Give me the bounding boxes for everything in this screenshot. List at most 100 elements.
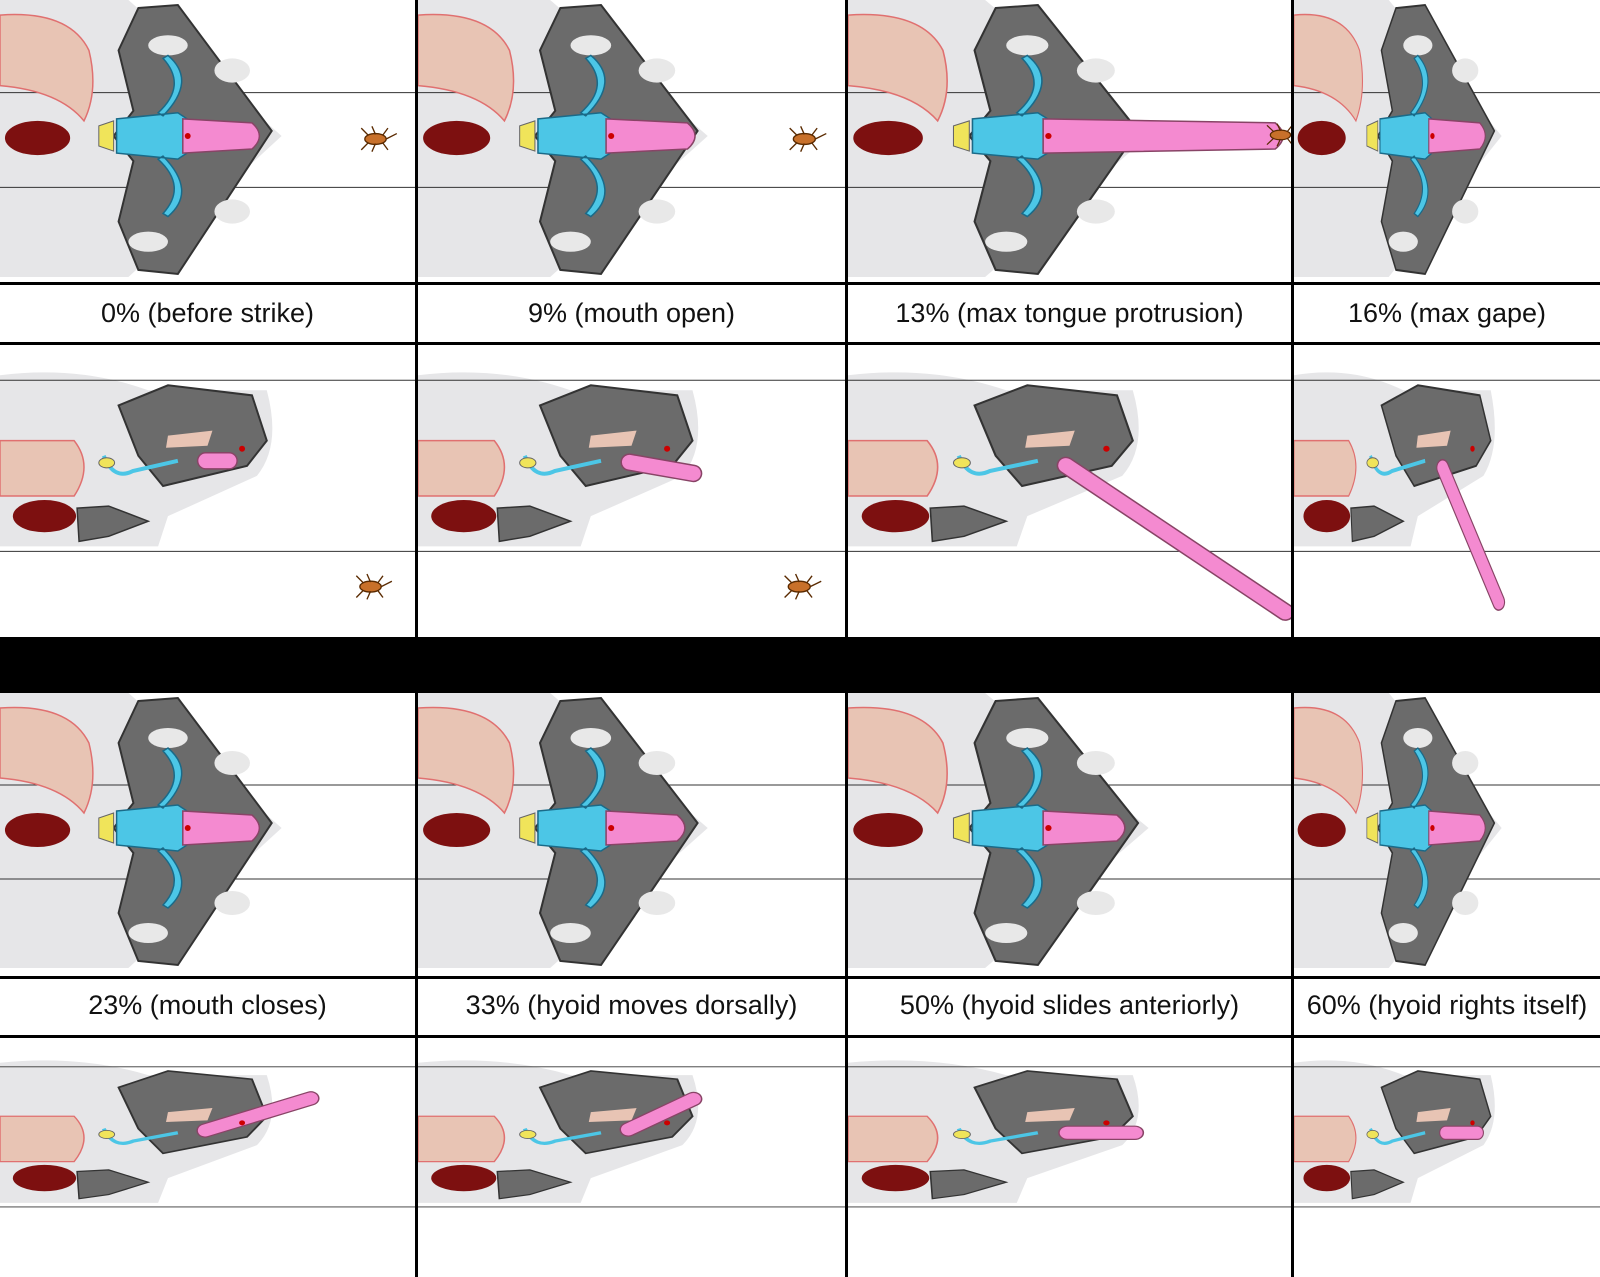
dorsal-view-panel: [0, 693, 415, 973]
esophagus: [418, 706, 515, 815]
tongue: [1428, 810, 1486, 846]
organ: [12, 500, 77, 533]
cartilage: [952, 1129, 971, 1139]
cricket-prey-icon: [784, 573, 822, 600]
tongue: [605, 810, 686, 846]
dorsal-view-panel: [418, 0, 845, 282]
dorsal-view-panel: [848, 693, 1291, 973]
cartilage: [519, 457, 537, 469]
cartilage: [952, 120, 970, 152]
esophagus: [0, 706, 94, 815]
lower-jaw-bone: [1350, 505, 1405, 543]
tongue: [1428, 118, 1486, 154]
organ: [861, 500, 930, 533]
organ: [1303, 1164, 1351, 1192]
esophagus: [0, 1115, 85, 1163]
tongue: [1439, 1125, 1484, 1140]
esophagus: [1294, 439, 1357, 497]
organ: [853, 120, 923, 156]
lateral-view-panel: [418, 1038, 845, 1277]
esophagus: [848, 439, 939, 497]
tongue: [620, 453, 703, 483]
tongue: [182, 118, 261, 154]
stage-label: 16% (max gape): [1294, 285, 1600, 342]
dorsal-view-panel: [848, 0, 1291, 282]
lateral-view-panel: [0, 345, 415, 637]
organ: [861, 1164, 930, 1192]
cartilage: [1366, 457, 1379, 469]
esophagus: [0, 13, 94, 123]
cartilage: [519, 120, 536, 152]
divider: [0, 976, 1600, 979]
organ: [431, 500, 497, 533]
divider: [0, 1035, 1600, 1038]
lower-jaw-bone: [496, 505, 573, 543]
lateral-view-panel: [1294, 345, 1600, 637]
organ: [1297, 813, 1346, 847]
stage-label: 50% (hyoid slides anteriorly): [848, 976, 1291, 1035]
cartilage: [98, 812, 115, 844]
organ: [431, 1164, 497, 1192]
organ: [1303, 500, 1351, 533]
stage-label: 13% (max tongue protrusion): [848, 285, 1291, 342]
esophagus: [418, 1115, 506, 1163]
organ: [853, 813, 923, 847]
esophagus: [848, 13, 948, 123]
stage-label: 33% (hyoid moves dorsally): [418, 976, 845, 1035]
lower-jaw-bone: [496, 1169, 573, 1200]
lateral-view-panel: [848, 345, 1291, 637]
lower-jaw-bone: [929, 1169, 1009, 1200]
lower-jaw-bone: [929, 505, 1009, 543]
cartilage: [1366, 1129, 1379, 1139]
esophagus: [418, 439, 506, 497]
cartilage: [519, 1129, 537, 1139]
stage-label: 9% (mouth open): [418, 285, 845, 342]
tongue: [196, 1091, 320, 1138]
dorsal-view-panel: [1294, 693, 1600, 973]
esophagus: [848, 1115, 939, 1163]
cartilage: [98, 120, 115, 152]
organ: [1297, 120, 1346, 156]
organ: [12, 1164, 77, 1192]
dorsal-view-panel: [1294, 0, 1600, 282]
esophagus: [1294, 13, 1364, 123]
tongue: [1058, 1125, 1145, 1140]
lateral-view-panel: [848, 1038, 1291, 1277]
tongue: [1436, 458, 1506, 611]
tongue: [1042, 810, 1126, 846]
cartilage: [98, 457, 116, 469]
tongue: [605, 118, 696, 154]
stage-label: 60% (hyoid rights itself): [1294, 976, 1600, 1035]
tongue: [1042, 118, 1284, 154]
separator-band: [0, 637, 1600, 693]
lower-jaw-bone: [76, 1169, 151, 1200]
lateral-view-panel: [418, 345, 845, 637]
cricket-prey-icon: [789, 126, 827, 152]
cartilage: [519, 812, 536, 844]
cricket-prey-icon: [355, 573, 393, 600]
organ: [4, 120, 71, 156]
stage-label: 0% (before strike): [0, 285, 415, 342]
lower-jaw-bone: [76, 505, 151, 543]
cricket-prey-icon: [1266, 123, 1291, 147]
esophagus: [418, 13, 515, 123]
lower-jaw-bone: [1350, 1169, 1405, 1200]
esophagus: [0, 439, 85, 497]
tongue: [182, 810, 261, 846]
hyoid: [115, 747, 199, 909]
cartilage: [1366, 120, 1379, 152]
dorsal-view-panel: [0, 0, 415, 282]
cricket-prey-icon: [360, 126, 398, 152]
esophagus: [1294, 706, 1364, 815]
esophagus: [848, 706, 948, 815]
cartilage: [1366, 812, 1379, 844]
cartilage: [98, 1129, 116, 1139]
esophagus: [1294, 1115, 1357, 1163]
tongue: [1056, 456, 1291, 621]
tongue: [619, 1091, 703, 1137]
lateral-view-panel: [1294, 1038, 1600, 1277]
organ: [423, 120, 491, 156]
divider: [0, 342, 1600, 345]
dorsal-view-panel: [418, 693, 845, 973]
